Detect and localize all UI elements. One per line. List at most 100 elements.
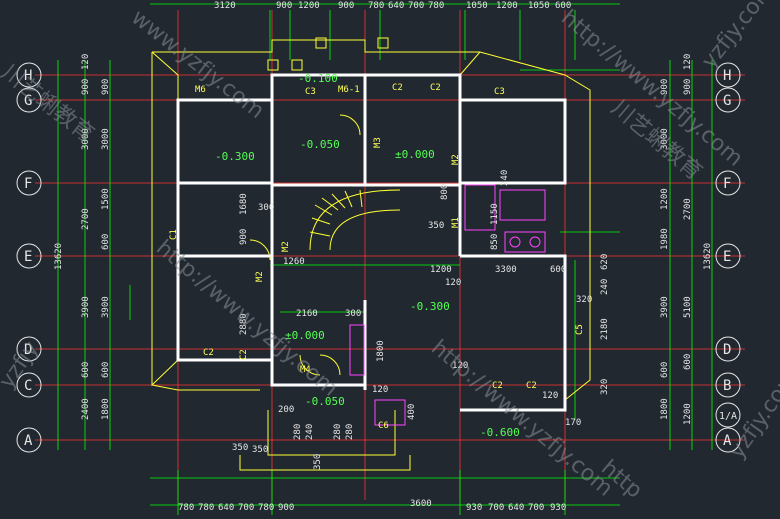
dim-inner-2: 1680	[239, 193, 249, 215]
dim-left-outer-5: 3900	[81, 296, 91, 318]
axis-left-d: D	[24, 342, 32, 358]
dim-inner-13: 120	[445, 278, 461, 288]
watermark-1: yzfjy.com	[697, 0, 780, 74]
tag-c3-b: C3	[494, 87, 505, 97]
dim-inner-14: 320	[576, 295, 592, 305]
top-dimension-labels: 3120 900 1200 900 780 640 700 780 1050 1…	[214, 1, 571, 11]
interior-dimension-labels: 300 1680 900 1260 350 800 1150 850 240 1…	[232, 170, 610, 470]
opening-tags: M6 M6-1 C3 M3 C2 C2 C3 M2 C1 M2 M2 C2 C2…	[169, 83, 585, 431]
door-swings	[249, 114, 361, 376]
axis-labels-left: H G F E D C A	[24, 68, 33, 449]
axis-right-1a: 1/A	[719, 411, 737, 422]
level-marks: -0.100 -0.300 -0.050 ±0.000 -0.300 ±0.00…	[215, 72, 520, 439]
watermark-2: www.yzfjy.com	[126, 5, 268, 124]
level-6: ±0.000	[285, 329, 325, 342]
dim-right-outer-3: 2700	[683, 198, 693, 220]
dim-inner-31: 280	[345, 424, 355, 440]
level-5: -0.300	[410, 300, 450, 313]
dim-inner-35: 320	[600, 379, 610, 395]
dim-left-inner-7: 1800	[101, 398, 111, 420]
tag-m2-a: M2	[451, 154, 461, 165]
axis-left-f: F	[24, 176, 32, 192]
tag-c2-a: C2	[392, 83, 403, 93]
dim-left-inner-2: 3000	[101, 128, 111, 150]
dim-bottom-11: 930	[550, 503, 566, 513]
dim-inner-5: 350	[428, 221, 444, 231]
dim-inner-11: 3300	[495, 265, 517, 275]
axis-left-c: C	[24, 378, 32, 394]
axis-right-e: E	[723, 249, 731, 265]
dim-left-outer-3: 3000	[81, 128, 91, 150]
tag-m4: M4	[300, 365, 311, 375]
dim-left-inner-3: 1500	[101, 188, 111, 210]
columns	[267, 37, 389, 71]
right-dimension-labels: 13620 900 3000 1200 1980 3900 600 1800 1…	[660, 54, 713, 425]
dim-inner-34: 620	[600, 254, 610, 270]
dim-top-12: 600	[555, 1, 571, 11]
dim-top-2: 900	[276, 1, 292, 11]
tag-m6-1: M6-1	[338, 85, 360, 95]
axis-left-a: A	[24, 433, 33, 449]
dim-inner-21: 120	[542, 391, 558, 401]
tag-c2-d: C2	[492, 381, 503, 391]
dim-inner-30: 280	[333, 424, 343, 440]
dim-top-8: 780	[428, 1, 444, 11]
axis-right-g: G	[723, 93, 731, 109]
dim-right-inner-7: 1800	[660, 398, 670, 420]
dim-top-1: 3120	[214, 1, 236, 11]
tag-c2-c: C2	[203, 348, 214, 358]
dim-bottom-10: 700	[528, 503, 544, 513]
dim-left-inner-5: 3900	[101, 296, 111, 318]
tag-c2-b: C2	[430, 83, 441, 93]
tag-c5: C5	[575, 324, 585, 335]
dim-inner-25: 350	[232, 443, 248, 453]
dim-inner-27: 280	[293, 424, 303, 440]
dim-right-outer-6: 1200	[683, 403, 693, 425]
dim-inner-18: 2880	[239, 313, 249, 335]
level-7: -0.050	[305, 395, 345, 408]
dim-right-outer-5: 600	[683, 354, 693, 370]
dim-top-9: 1050	[466, 1, 488, 11]
dim-left-inner-4: 600	[101, 234, 111, 250]
dim-left-outer-7: 2400	[81, 398, 91, 420]
dim-right-inner-2: 3000	[660, 128, 670, 150]
dim-inner-7: 1150	[490, 203, 500, 225]
axis-right-h: H	[723, 68, 731, 84]
dim-left-inner-6: 600	[101, 362, 111, 378]
tag-c2-f: C2	[239, 349, 249, 360]
dim-inner-16: 300	[345, 309, 361, 319]
dim-inner-23: 170	[565, 418, 581, 428]
dim-inner-26: 350	[252, 445, 268, 455]
dim-bottom-7: 930	[466, 503, 482, 513]
staircase	[309, 189, 401, 251]
dim-inner-24: 200	[278, 405, 294, 415]
left-dimension-labels: 13620 120 900 3000 2700 3900 600 2400 90…	[54, 54, 111, 420]
level-8: -0.600	[480, 426, 520, 439]
dim-left-outer-4: 2700	[81, 208, 91, 230]
axis-right-a: A	[723, 433, 732, 449]
fixtures	[349, 184, 546, 426]
axis-left-h: H	[24, 68, 32, 84]
dim-bottom-2: 780	[198, 503, 214, 513]
axis-labels-right: H G F E D B 1/A A	[719, 68, 737, 449]
dim-top-3: 1200	[298, 1, 320, 11]
dim-left-outer-1: 120	[81, 54, 91, 70]
dim-right-outer-4: 5100	[683, 296, 693, 318]
level-1: -0.100	[298, 72, 338, 85]
watermark-4: http://www.yzfjy.com	[426, 335, 617, 501]
dim-inner-28: 240	[305, 424, 315, 440]
dim-right-inner-1: 900	[660, 79, 670, 95]
dim-inner-15: 2160	[296, 309, 318, 319]
dim-inner-17: 1800	[376, 340, 386, 362]
tag-m1: M1	[451, 217, 461, 228]
bottom-dimension-labels: 780 780 640 700 780 900 3600 930 700 640…	[178, 499, 566, 513]
dim-right-inner-6: 600	[660, 362, 670, 378]
dim-top-5: 780	[368, 1, 384, 11]
axis-right-f: F	[723, 176, 731, 192]
dim-left-inner-1: 900	[101, 79, 111, 95]
dim-bottom-4: 700	[238, 503, 254, 513]
level-3: -0.050	[300, 138, 340, 151]
dim-right-outer-2: 900	[683, 79, 693, 95]
walls	[176, 73, 567, 412]
